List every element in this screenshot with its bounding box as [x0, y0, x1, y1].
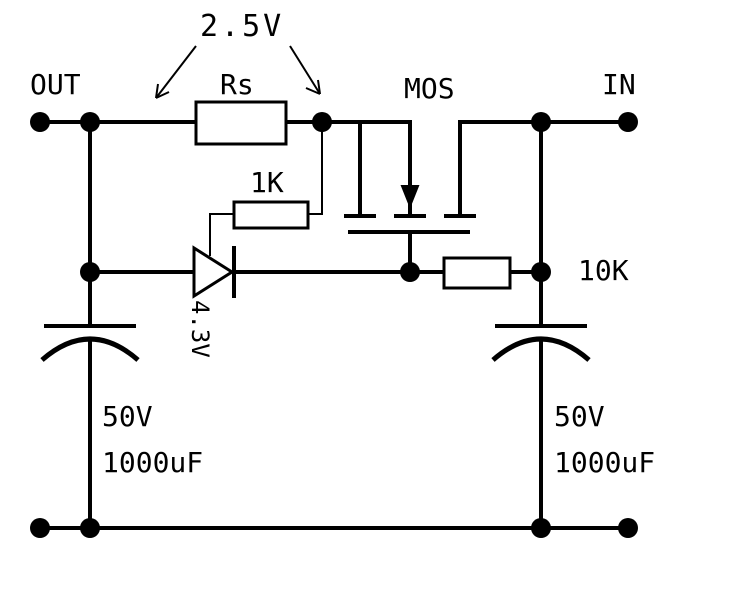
zener-triangle	[192, 245, 235, 299]
label-cap-right-voltage: 50V	[554, 400, 605, 433]
capacitor-right	[491, 324, 591, 362]
wire-zener-to-1k	[209, 213, 234, 256]
wire-source-node-to-mos	[320, 120, 412, 190]
label-voltage-drop: 2.5V	[200, 9, 284, 44]
label-1k: 1K	[250, 166, 284, 199]
cap-left-curve	[40, 336, 140, 362]
voltage-drop-arrows	[155, 45, 321, 99]
zener-diode	[192, 245, 236, 299]
label-cap-right-capacitance: 1000uF	[554, 446, 655, 479]
capacitor-left	[40, 324, 140, 362]
label-mos: MOS	[404, 72, 455, 105]
junction-source	[312, 112, 332, 132]
wires	[38, 120, 630, 530]
junction-mid-left	[80, 262, 100, 282]
arrow-right-head-icon	[305, 79, 321, 95]
junction-out-left	[80, 112, 100, 132]
wire-mos-drain-to-in	[458, 120, 630, 218]
resistor-10k	[442, 256, 512, 290]
label-zener: 4.3V	[186, 300, 214, 358]
mos-arrow-icon	[400, 185, 420, 209]
junction-gate	[400, 262, 420, 282]
resistor-1k	[232, 200, 310, 230]
terminal-in[interactable]	[618, 112, 638, 132]
terminal-gnd-right[interactable]	[618, 518, 638, 538]
junction-in-right	[531, 112, 551, 132]
terminal-gnd-left[interactable]	[30, 518, 50, 538]
terminal-out[interactable]	[30, 112, 50, 132]
label-out: OUT	[30, 68, 81, 101]
label-cap-left-voltage: 50V	[102, 400, 153, 433]
mosfet	[344, 120, 476, 234]
resistor-rs	[194, 100, 288, 146]
junctions	[30, 112, 638, 538]
cap-right-curve	[491, 336, 591, 362]
junction-gnd-right	[531, 518, 551, 538]
arrow-left-icon	[155, 45, 197, 99]
junction-gnd-left	[80, 518, 100, 538]
wire-1k-to-source-node	[308, 122, 323, 215]
label-10k: 10K	[578, 254, 629, 287]
junction-mid-right	[531, 262, 551, 282]
label-cap-left-capacitance: 1000uF	[102, 446, 203, 479]
label-in: IN	[602, 68, 636, 101]
label-rs: Rs	[220, 68, 254, 101]
arrow-right-icon	[289, 45, 321, 95]
arrow-left-head-icon	[155, 83, 170, 99]
